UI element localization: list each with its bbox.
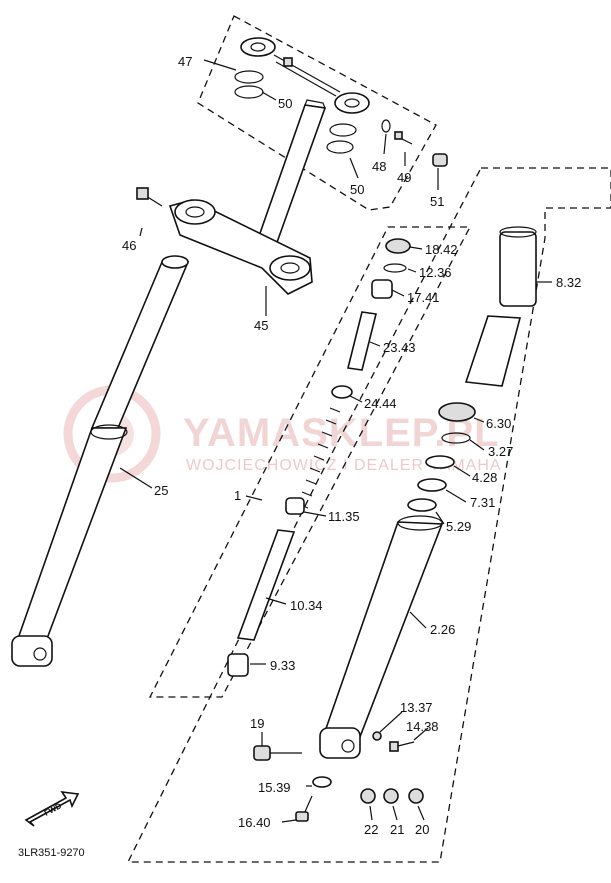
drain-bolt-16: [295, 795, 313, 822]
callout-11-35: 11.35: [328, 509, 360, 524]
slide-metal-tube: [464, 315, 522, 387]
slide-metal-7: [417, 478, 447, 492]
callout-14-38: 14.38: [406, 719, 439, 734]
callout-21: 21: [390, 822, 404, 837]
washer-4: [425, 455, 455, 469]
callout-18-42: 18.42: [425, 242, 458, 257]
callout-20: 20: [415, 822, 429, 837]
callout-51: 51: [430, 194, 444, 209]
callout-15-39: 15.39: [258, 780, 291, 795]
upper-bracket-part: [240, 37, 370, 114]
spacer-17: [371, 279, 393, 299]
damper-rod-10: [236, 529, 296, 641]
callout-10-34: 10.34: [290, 598, 323, 613]
collar-23: [347, 311, 377, 371]
axle-bolt-19: [253, 745, 302, 761]
fork-spring-11: [285, 407, 341, 515]
callout-46: 46: [122, 238, 136, 253]
callout-3-27: 3.27: [488, 444, 513, 459]
bolt-46: [136, 187, 163, 207]
under-bracket-part: [168, 199, 313, 295]
callout-48: 48: [372, 159, 386, 174]
callout-13-37: 13.37: [400, 700, 433, 715]
callout-4-28: 4.28: [472, 470, 497, 485]
bolt-49: [394, 131, 413, 145]
callout-17-41: 17.41: [407, 290, 440, 305]
outer-tube-2: [319, 515, 444, 759]
washer-15: [312, 776, 332, 788]
taper-spindle-9: [227, 653, 249, 677]
inner-fork-parts: [227, 238, 411, 677]
callout-9-33: 9.33: [270, 658, 295, 673]
outer-fork-parts: [319, 226, 537, 759]
washer-rings-50b: [326, 123, 357, 154]
callout-19: 19: [250, 716, 264, 731]
oil-seal-6: [438, 402, 476, 422]
callout-50a: 50: [278, 96, 292, 111]
fork-assembly-outline: [126, 167, 611, 863]
bottom-hardware: [253, 731, 424, 822]
small-oring-48: [381, 119, 391, 133]
callout-6-30: 6.30: [486, 416, 511, 431]
callout-1: 1: [234, 488, 241, 503]
callout-24-44: 24.44: [364, 396, 397, 411]
callout-22: 22: [364, 822, 378, 837]
callout-45: 45: [254, 318, 268, 333]
callout-16-40: 16.40: [238, 815, 271, 830]
piston-ring-24: [331, 385, 353, 399]
callout-labels: 47 50 50 48 49 51 46 45 25 1 18.42 12.36…: [122, 54, 581, 837]
forward-arrow-icon: FWD: [24, 790, 80, 827]
callout-5-29: 5.29: [446, 519, 471, 534]
callout-25: 25: [154, 483, 168, 498]
nut-22: [360, 788, 376, 804]
callout-2-26: 2.26: [430, 622, 455, 637]
callout-23-43: 23.43: [383, 340, 416, 355]
oring-12: [383, 263, 407, 273]
fork-inner-group-outline: [148, 226, 472, 698]
nut-21: [383, 788, 399, 804]
callout-8-32: 8.32: [556, 275, 581, 290]
washer-13: [372, 731, 382, 741]
left-fork-assembly: [11, 255, 190, 667]
callout-50b: 50: [350, 182, 364, 197]
clip-3: [441, 432, 471, 444]
callout-47: 47: [178, 54, 192, 69]
nut-20: [408, 788, 424, 804]
leader-lines: [119, 59, 552, 823]
callout-49: 49: [397, 170, 411, 185]
callout-7-31: 7.31: [470, 495, 495, 510]
steering-parts: [136, 37, 448, 295]
callout-12-36: 12.36: [419, 265, 452, 280]
washer-rings-50a: [234, 70, 264, 99]
bolt-14: [389, 741, 415, 752]
slide-metal-5: [407, 498, 437, 512]
cap-bolt-18: [385, 238, 411, 254]
cap-nut-51: [432, 153, 448, 167]
inner-tube-8: [499, 226, 537, 307]
diagram-code: 3LR351-9270: [18, 847, 85, 859]
